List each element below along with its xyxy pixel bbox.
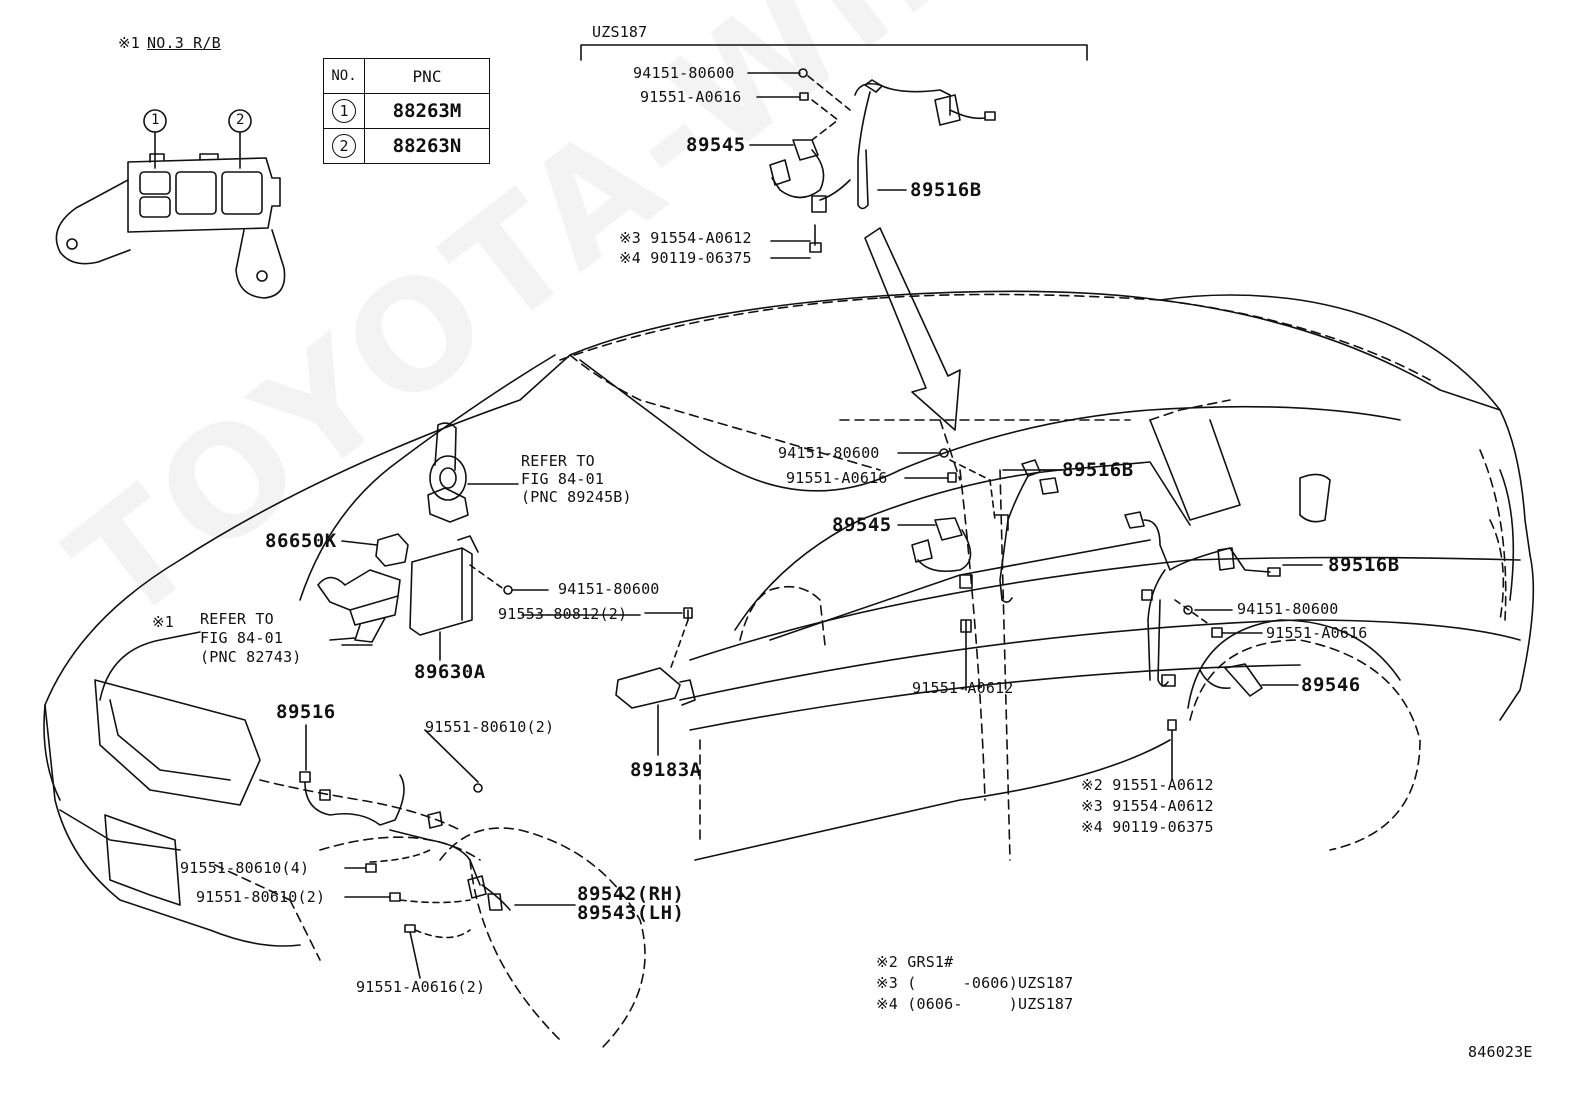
- pnc-table-header: NO. PNC: [323, 58, 490, 94]
- legend-note2: ※2 GRS1#: [876, 953, 954, 971]
- rear-note2-label: ※2 91551-A0612: [1081, 776, 1214, 794]
- refer-2-line1: REFER TO: [200, 610, 274, 628]
- bolt-front-2-label: 91551-80610(2): [425, 718, 555, 736]
- pnc-table: NO. PNC 1 88263M 2 88263N: [323, 58, 490, 164]
- door-bolt-low-label: 91551-A0612: [912, 679, 1014, 697]
- part-89183a-drawing: [615, 607, 696, 756]
- refer-2-line3: (PNC 82743): [200, 648, 302, 666]
- steering-sensor-drawing: [427, 422, 519, 523]
- rear-sensor-label: 89546: [1301, 674, 1361, 696]
- relay-callout-2: 2: [236, 112, 245, 128]
- door-sensor-drawing: [897, 448, 1061, 691]
- refer-1-line3: (PNC 89245B): [521, 488, 632, 506]
- uzs-wire-label: 89516B: [910, 179, 982, 201]
- refer-1-line2: FIG 84-01: [521, 470, 605, 488]
- rear-sensor-drawing: [1124, 511, 1323, 781]
- front-sensor-drawing: [299, 724, 576, 979]
- bolt-front-a0616-label: 91551-A0616(2): [356, 978, 486, 996]
- row-pnc: 88263N: [364, 128, 490, 164]
- rear-nut-label: 94151-80600: [1237, 600, 1339, 618]
- door-sensor-label: 89545: [832, 514, 892, 536]
- uzs-nut-label: 94151-80600: [633, 64, 735, 82]
- door-nut-label: 94151-80600: [778, 444, 880, 462]
- uzs187-title: UZS187: [592, 23, 648, 41]
- uzs-sensor-label: 89545: [686, 134, 746, 156]
- car-hidden-lines: [214, 293, 1507, 1051]
- col-no-header: NO.: [323, 58, 365, 94]
- bolt-mid-label: 91553-80812(2): [498, 605, 628, 623]
- part-89516-label: 89516: [276, 701, 336, 723]
- uzs-note4-label: ※4 90119-06375: [619, 249, 752, 267]
- part-89630a-label: 89630A: [414, 661, 486, 683]
- rear-wire-label: 89516B: [1328, 554, 1400, 576]
- uzs187-bracket: [580, 44, 1088, 61]
- rear-bolt-label: 91551-A0616: [1266, 624, 1368, 642]
- part-89543-label: 89543(LH): [577, 902, 685, 924]
- bolt-front-4-label: 91551-80610(4): [180, 859, 310, 877]
- part-86650k-label: 86650K: [265, 530, 337, 552]
- part-89542-label: 89542(RH): [577, 883, 685, 905]
- row-number: 1: [332, 99, 356, 123]
- row-number: 2: [332, 134, 356, 158]
- refer-2-line2: FIG 84-01: [200, 629, 284, 647]
- uzs187-sensor-drawing: [747, 68, 996, 259]
- leader-lines: [341, 469, 1063, 646]
- relay-note: ※1: [118, 34, 140, 52]
- rear-note4-label: ※4 90119-06375: [1081, 818, 1214, 836]
- door-wire-label: 89516B: [1062, 459, 1134, 481]
- relay-title: NO.3 R/B: [147, 34, 221, 52]
- legend-note3: ※3 ( -0606)UZS187: [876, 974, 1074, 992]
- relay-block-drawing: [55, 109, 286, 299]
- view-arrow: [864, 227, 961, 431]
- figure-code: 846023E: [1468, 1043, 1533, 1061]
- ecu-89630a-drawing: [317, 535, 549, 661]
- col-pnc-header: PNC: [364, 58, 490, 94]
- car-outline: [43, 290, 1535, 947]
- table-row: 2 88263N: [323, 128, 490, 164]
- legend-note4: ※4 (0606- )UZS187: [876, 995, 1074, 1013]
- uzs-bolt-label: 91551-A0616: [640, 88, 742, 106]
- door-bolt-label: 91551-A0616: [786, 469, 888, 487]
- rear-note3-label: ※3 91554-A0612: [1081, 797, 1214, 815]
- bolt-front-2b-label: 91551-80610(2): [196, 888, 326, 906]
- row-pnc: 88263M: [364, 93, 490, 129]
- refer-1-line1: REFER TO: [521, 452, 595, 470]
- table-row: 1 88263M: [323, 93, 490, 129]
- uzs-note3-label: ※3 91554-A0612: [619, 229, 752, 247]
- relay-callout-1: 1: [151, 112, 160, 128]
- part-86650k-drawing: [341, 533, 409, 567]
- part-89183a-label: 89183A: [630, 759, 702, 781]
- nut-mid-label: 94151-80600: [558, 580, 660, 598]
- note1-label: ※1: [152, 613, 174, 631]
